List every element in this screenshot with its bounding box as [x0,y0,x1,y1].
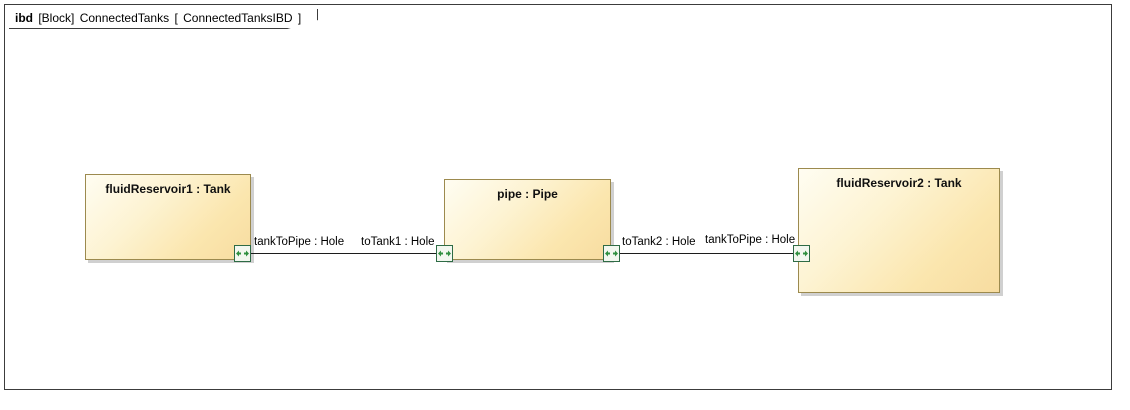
diagram-name: ConnectedTanksIBD [183,11,293,25]
bidirectional-flow-port-icon [605,249,618,258]
port-label-fluidreservoir2-tanktopipe: tankToPipe : Hole [705,234,796,246]
bidirectional-flow-port-icon [236,249,249,258]
diagram-frame: ibd [Block] ConnectedTanks [ ConnectedTa… [4,4,1112,390]
part-fluidreservoir2-label: fluidReservoir2 : Tank [836,176,962,190]
port-label-pipe-totank2: toTank2 : Hole [622,236,696,248]
diagram-bracket-open: [ [174,11,178,25]
part-fluidreservoir2[interactable]: fluidReservoir2 : Tank [798,168,1000,293]
bidirectional-flow-port-icon [438,249,451,258]
diagram-kind-keyword: ibd [15,11,33,25]
diagram-bracket-close: ] [297,11,302,25]
port-label-fluidreservoir1-tanktopipe: tankToPipe : Hole [254,236,345,248]
diagram-frame-header-label: ibd [Block] ConnectedTanks [ ConnectedTa… [15,12,301,25]
part-fluidreservoir1-label: fluidReservoir1 : Tank [105,182,231,196]
part-pipe-label: pipe : Pipe [497,187,558,201]
diagram-block-name: ConnectedTanks [79,11,170,25]
connector-tank1-to-pipe[interactable] [251,253,445,254]
port-fluidreservoir2-tanktopipe[interactable] [793,245,810,262]
port-pipe-totank2[interactable] [603,245,620,262]
diagram-frame-header-tab[interactable]: ibd [Block] ConnectedTanks [ ConnectedTa… [9,9,319,29]
part-pipe[interactable]: pipe : Pipe [444,179,611,260]
connector-pipe-to-tank2[interactable] [610,253,800,254]
bidirectional-flow-port-icon [795,249,808,258]
port-fluidreservoir1-tanktopipe[interactable] [234,245,251,262]
diagram-block-type: [Block] [38,11,75,25]
part-fluidreservoir1[interactable]: fluidReservoir1 : Tank [85,174,251,260]
port-label-pipe-totank1: toTank1 : Hole [361,236,435,248]
port-pipe-totank1[interactable] [436,245,453,262]
